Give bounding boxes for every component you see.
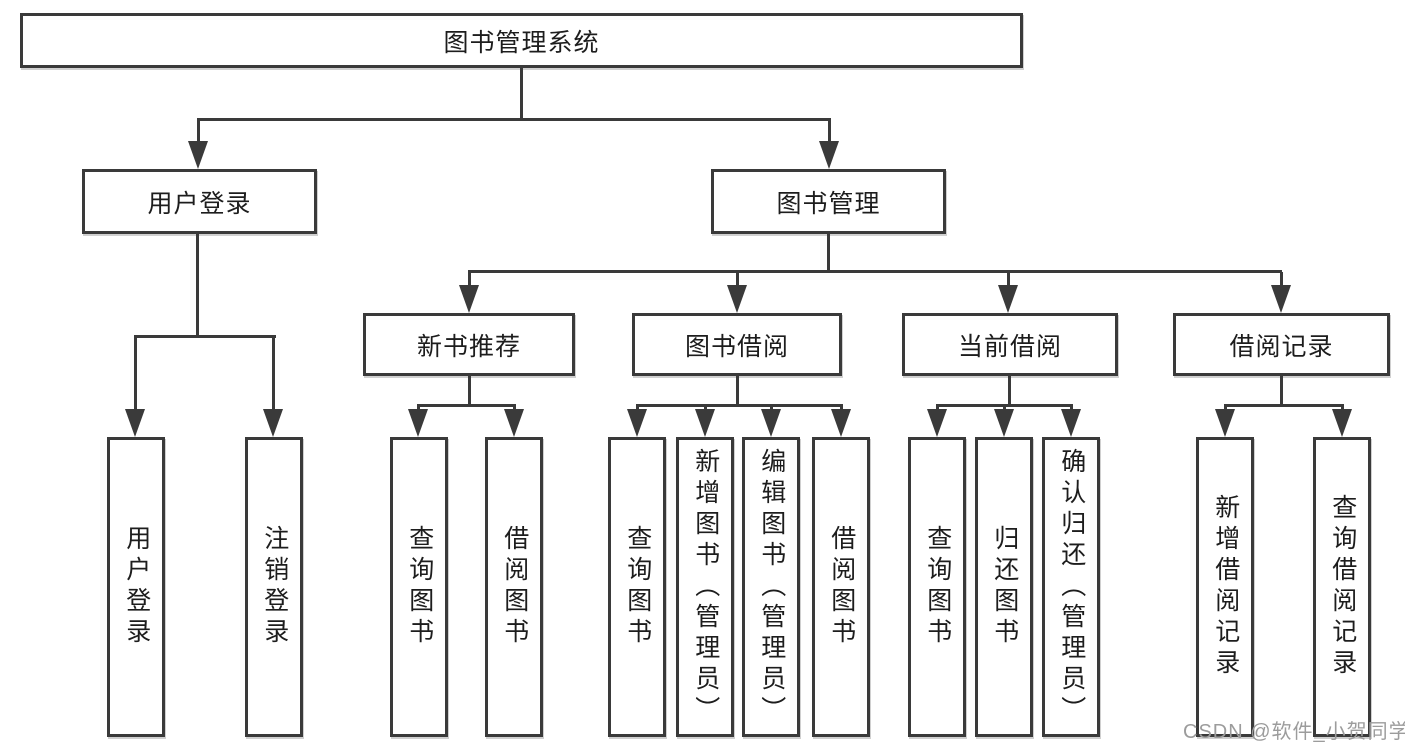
leaf-query-books-current: 查询图书 <box>908 437 966 737</box>
connector-line <box>636 405 639 411</box>
leaf-borrow-book-recommend: 借阅图书 <box>485 437 543 737</box>
arrow-down-icon <box>927 409 947 437</box>
node-label: 编辑图书（管理员） <box>757 447 786 727</box>
arrow-down-icon <box>695 409 715 437</box>
node-label: 查询图书 <box>405 525 434 649</box>
node-label: 借阅图书 <box>500 525 529 649</box>
arrow-down-icon <box>504 409 524 437</box>
connector-line <box>417 405 420 411</box>
connector-line <box>1224 404 1344 407</box>
connector-line <box>1280 272 1283 286</box>
node-label: 新增借阅记录 <box>1211 494 1240 680</box>
connector-line <box>1003 405 1006 411</box>
node-book-management: 图书管理 <box>711 169 946 234</box>
arrow-down-icon <box>188 141 208 169</box>
arrow-down-icon <box>1215 409 1235 437</box>
connector-line <box>468 270 1282 273</box>
connector-line <box>936 405 939 411</box>
csdn-watermark: CSDN @软件_小贺同学 <box>1183 721 1405 743</box>
leaf-query-books-borrowing: 查询图书 <box>608 437 666 737</box>
connector-line <box>770 405 773 411</box>
node-label: 图书借阅 <box>684 332 789 361</box>
node-label: 查询图书 <box>923 525 952 649</box>
leaf-query-books-recommend: 查询图书 <box>390 437 448 737</box>
connector-line <box>1341 405 1344 411</box>
leaf-borrow-book: 借阅图书 <box>812 437 870 737</box>
connector-line <box>1007 272 1010 286</box>
arrow-down-icon <box>1271 285 1291 313</box>
node-label: 借阅图书 <box>827 525 856 649</box>
node-library-management-system: 图书管理系统 <box>20 13 1023 68</box>
connector-line <box>468 272 471 286</box>
arrow-down-icon <box>459 285 479 313</box>
arrow-down-icon <box>727 285 747 313</box>
connector-line <box>736 376 739 407</box>
arrow-down-icon <box>263 409 283 437</box>
node-label: 注销登录 <box>260 525 289 649</box>
node-new-book-recommendation: 新书推荐 <box>363 313 575 376</box>
arrow-down-icon <box>408 409 428 437</box>
arrow-down-icon <box>819 141 839 169</box>
arrow-down-icon <box>627 409 647 437</box>
node-label: 查询借阅记录 <box>1328 494 1357 680</box>
connector-line <box>272 337 275 411</box>
node-book-borrowing: 图书借阅 <box>632 313 842 376</box>
connector-line <box>1008 376 1011 407</box>
node-label: 图书管理 <box>776 189 881 218</box>
node-label: 查询图书 <box>623 525 652 649</box>
node-user-login: 用户登录 <box>82 169 317 234</box>
node-borrowing-records: 借阅记录 <box>1173 313 1390 376</box>
connector-line <box>134 335 276 338</box>
connector-line <box>636 404 843 407</box>
connector-line <box>736 272 739 286</box>
node-label: 用户登录 <box>122 525 151 649</box>
node-label: 归还图书 <box>990 525 1019 649</box>
arrow-down-icon <box>761 409 781 437</box>
arrow-down-icon <box>1332 409 1352 437</box>
connector-line <box>417 404 516 407</box>
arrow-down-icon <box>125 409 145 437</box>
connector-line <box>827 234 830 273</box>
connector-line <box>1070 405 1073 411</box>
node-label: 借阅记录 <box>1229 332 1334 361</box>
leaf-query-borrow-record: 查询借阅记录 <box>1313 437 1371 737</box>
connector-line <box>196 234 199 338</box>
leaf-add-book-admin: 新增图书（管理员） <box>676 437 734 737</box>
arrow-down-icon <box>994 409 1014 437</box>
connector-line <box>1280 376 1283 407</box>
connector-line <box>197 120 200 142</box>
connector-line <box>134 337 137 411</box>
connector-line <box>1224 405 1227 411</box>
connector-line <box>197 118 831 121</box>
node-label: 新书推荐 <box>416 332 521 361</box>
leaf-return-book: 归还图书 <box>975 437 1033 737</box>
node-label: 用户登录 <box>147 189 252 218</box>
connector-line <box>513 405 516 411</box>
leaf-user-login: 用户登录 <box>107 437 165 737</box>
arrow-down-icon <box>831 409 851 437</box>
node-label: 图书管理系统 <box>443 28 600 57</box>
connector-line <box>520 68 523 121</box>
connector-line <box>828 120 831 142</box>
node-label: 当前借阅 <box>957 332 1062 361</box>
arrow-down-icon <box>998 285 1018 313</box>
node-label: 确认归还（管理员） <box>1057 447 1086 727</box>
node-label: 新增图书（管理员） <box>691 447 720 727</box>
connector-line <box>468 376 471 407</box>
connector-line <box>840 405 843 411</box>
leaf-logout: 注销登录 <box>245 437 303 737</box>
node-current-borrowing: 当前借阅 <box>902 313 1118 376</box>
leaf-confirm-return-admin: 确认归还（管理员） <box>1042 437 1100 737</box>
leaf-edit-book-admin: 编辑图书（管理员） <box>742 437 800 737</box>
arrow-down-icon <box>1061 409 1081 437</box>
connector-line <box>704 405 707 411</box>
leaf-add-borrow-record: 新增借阅记录 <box>1196 437 1254 737</box>
